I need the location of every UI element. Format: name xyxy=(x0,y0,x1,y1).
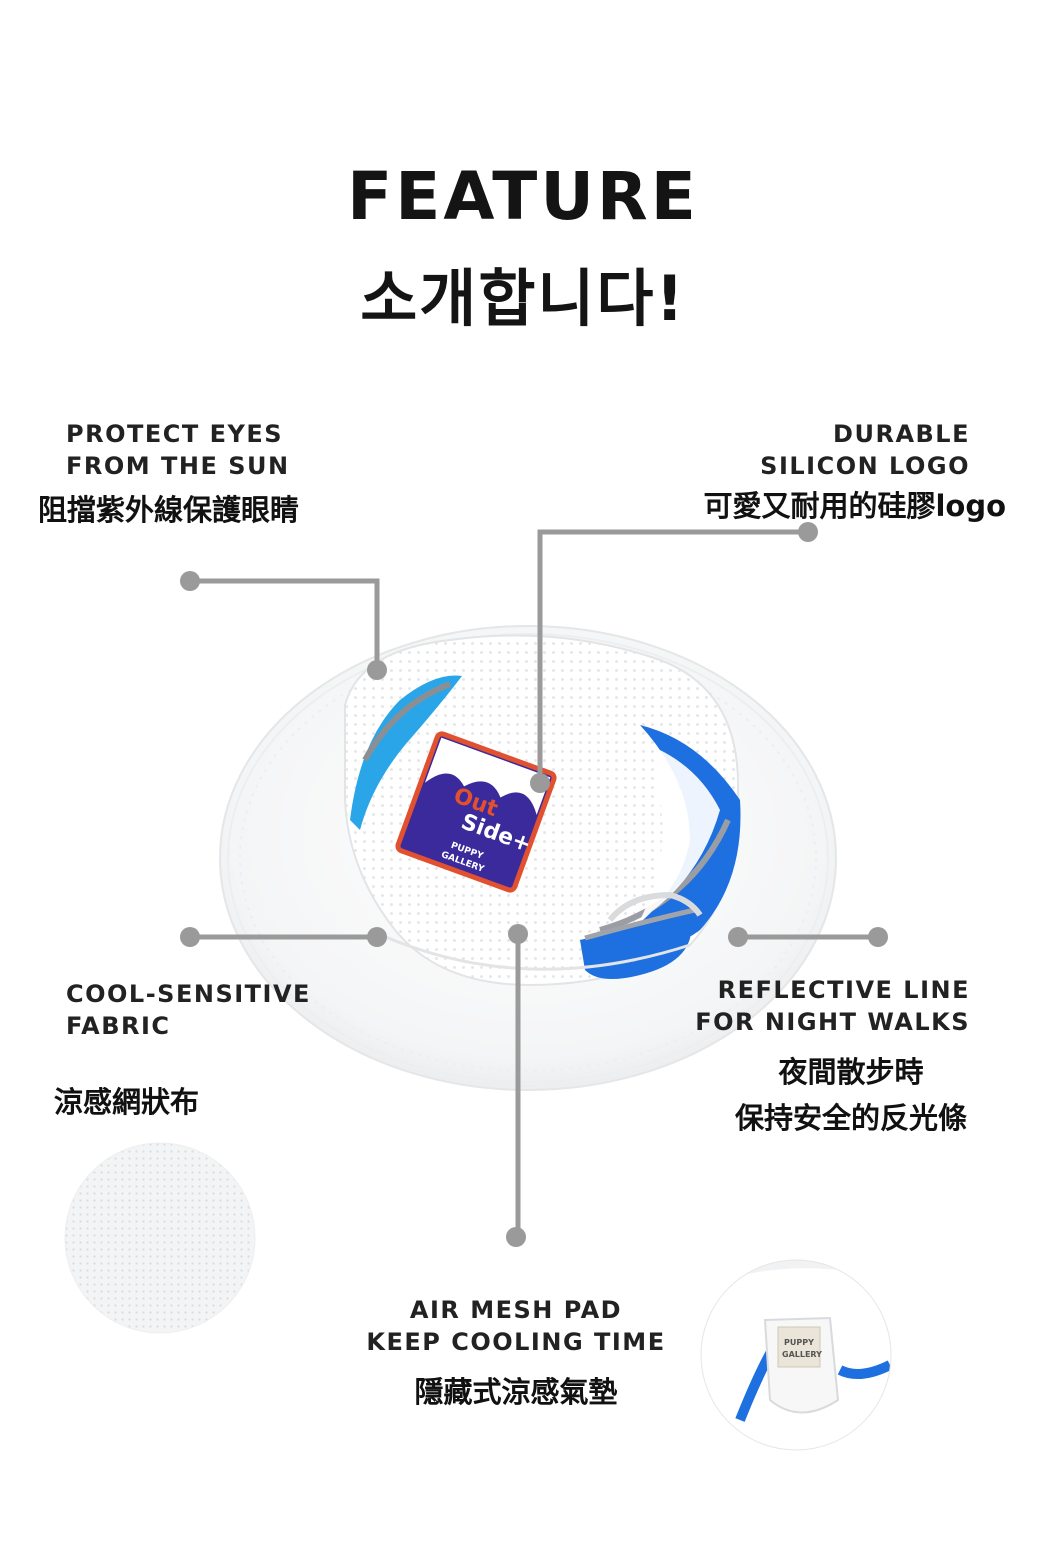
air-mesh-en-line1: AIR MESH PAD xyxy=(409,1296,623,1324)
reflective-zh-line1: 夜間散步時 xyxy=(778,1055,924,1089)
dot-air-mesh-start xyxy=(508,924,528,944)
korean-subtitle: 소개합니다! xyxy=(360,262,686,335)
reflective-en-line2: FOR NIGHT WALKS xyxy=(695,1008,970,1036)
cool-fabric-en-line2: FABRIC xyxy=(66,1012,171,1040)
durable-logo-en-line2: SILICON LOGO xyxy=(760,452,970,480)
protect-eyes-en-line2: FROM THE SUN xyxy=(66,452,290,480)
inner-tag-line1: PUPPY xyxy=(784,1338,814,1347)
inner-pad-detail-circle: PUPPY GALLERY xyxy=(701,1260,891,1450)
cool-fabric-en-line1: COOL-SENSITIVE xyxy=(66,980,311,1008)
connector-protect-eyes xyxy=(190,578,380,670)
protect-eyes-zh: 阻擋紫外線保護眼睛 xyxy=(38,493,300,527)
reflective-en-line1: REFLECTIVE LINE xyxy=(717,976,970,1004)
feature-title: FEATURE xyxy=(347,158,699,235)
dot-air-mesh-end xyxy=(506,1227,526,1247)
durable-logo-zh: 可愛又耐用的硅膠logo xyxy=(703,489,1006,523)
durable-logo-en-line1: DURABLE xyxy=(833,420,970,448)
connector-lines xyxy=(190,529,878,1237)
dot-reflective-start xyxy=(728,927,748,947)
reflective-zh-line2: 保持安全的反光條 xyxy=(734,1101,967,1135)
silicon-logo-patch: Out Side+ PUPPY GALLERY xyxy=(395,731,557,893)
dot-cool-fabric-start xyxy=(180,927,200,947)
air-mesh-en-line2: KEEP COOLING TIME xyxy=(366,1328,666,1356)
dot-cool-fabric-end xyxy=(367,927,387,947)
dot-durable-logo-start xyxy=(798,522,818,542)
connector-durable-logo xyxy=(537,529,808,783)
ear-hole-right xyxy=(610,725,741,950)
dot-protect-eyes-start xyxy=(180,571,200,591)
dot-reflective-end xyxy=(868,927,888,947)
protect-eyes-en-line1: PROTECT EYES xyxy=(66,420,284,448)
air-mesh-zh: 隱藏式涼感氣墊 xyxy=(414,1375,618,1409)
fabric-detail-circle xyxy=(64,1142,256,1334)
inner-tag-line2: GALLERY xyxy=(782,1350,822,1359)
hat-illustration: Out Side+ PUPPY GALLERY xyxy=(219,625,837,1091)
connector-dots xyxy=(180,522,888,1247)
dot-protect-eyes-end xyxy=(367,660,387,680)
dot-durable-logo-end xyxy=(530,773,550,793)
cool-fabric-zh: 涼感網狀布 xyxy=(54,1085,200,1119)
